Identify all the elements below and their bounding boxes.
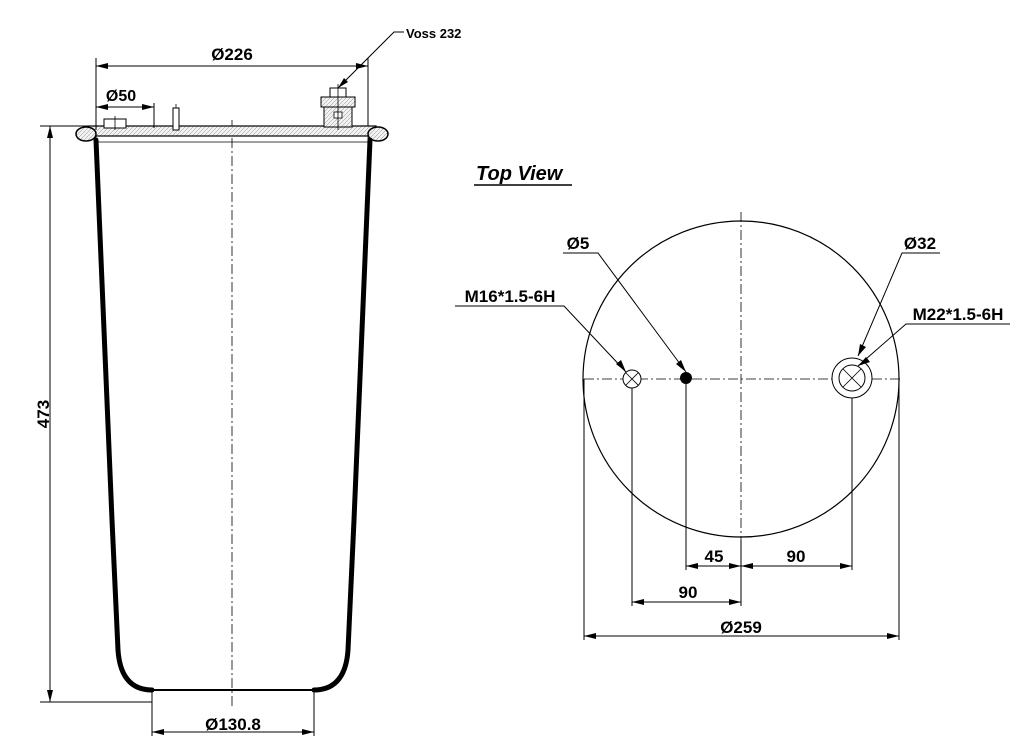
stud-hole-left: [622, 369, 642, 389]
pin-hole: [680, 372, 692, 384]
bellow-left-wall: [93, 137, 155, 693]
bellow-right-wall: [311, 137, 373, 693]
bottom-diameter-label: Ø130.8: [205, 715, 261, 734]
air-fitting: [320, 84, 356, 130]
port-diameter-label: Ø50: [106, 88, 136, 105]
stud-left-thread-label: M16*1.5-6H: [465, 287, 556, 306]
air-port-label: Ø32: [904, 234, 936, 253]
top-diameter-label: Ø226: [211, 45, 253, 64]
dim-right-offset: 90: [787, 547, 806, 566]
stud-right-thread-label: M22*1.5-6H: [913, 305, 1004, 324]
left-stud: [103, 116, 127, 130]
air-port: [831, 357, 873, 399]
pin-hole-label: Ø5: [567, 234, 590, 253]
top-view: Top View Ø5 M16*1.5-6H Ø32: [455, 163, 1010, 640]
fitting-label: Voss 232: [406, 26, 461, 41]
center-pin: [172, 104, 180, 131]
top-view-title: Top View: [476, 163, 564, 185]
height-label: 473: [34, 400, 53, 428]
dim-left-offset: 90: [679, 583, 698, 602]
plate-diameter-label: Ø259: [720, 618, 762, 637]
dim-pin-offset: 45: [705, 547, 724, 566]
side-view: Ø226 Ø50 Voss 232 473 Ø130.8: [34, 26, 461, 736]
